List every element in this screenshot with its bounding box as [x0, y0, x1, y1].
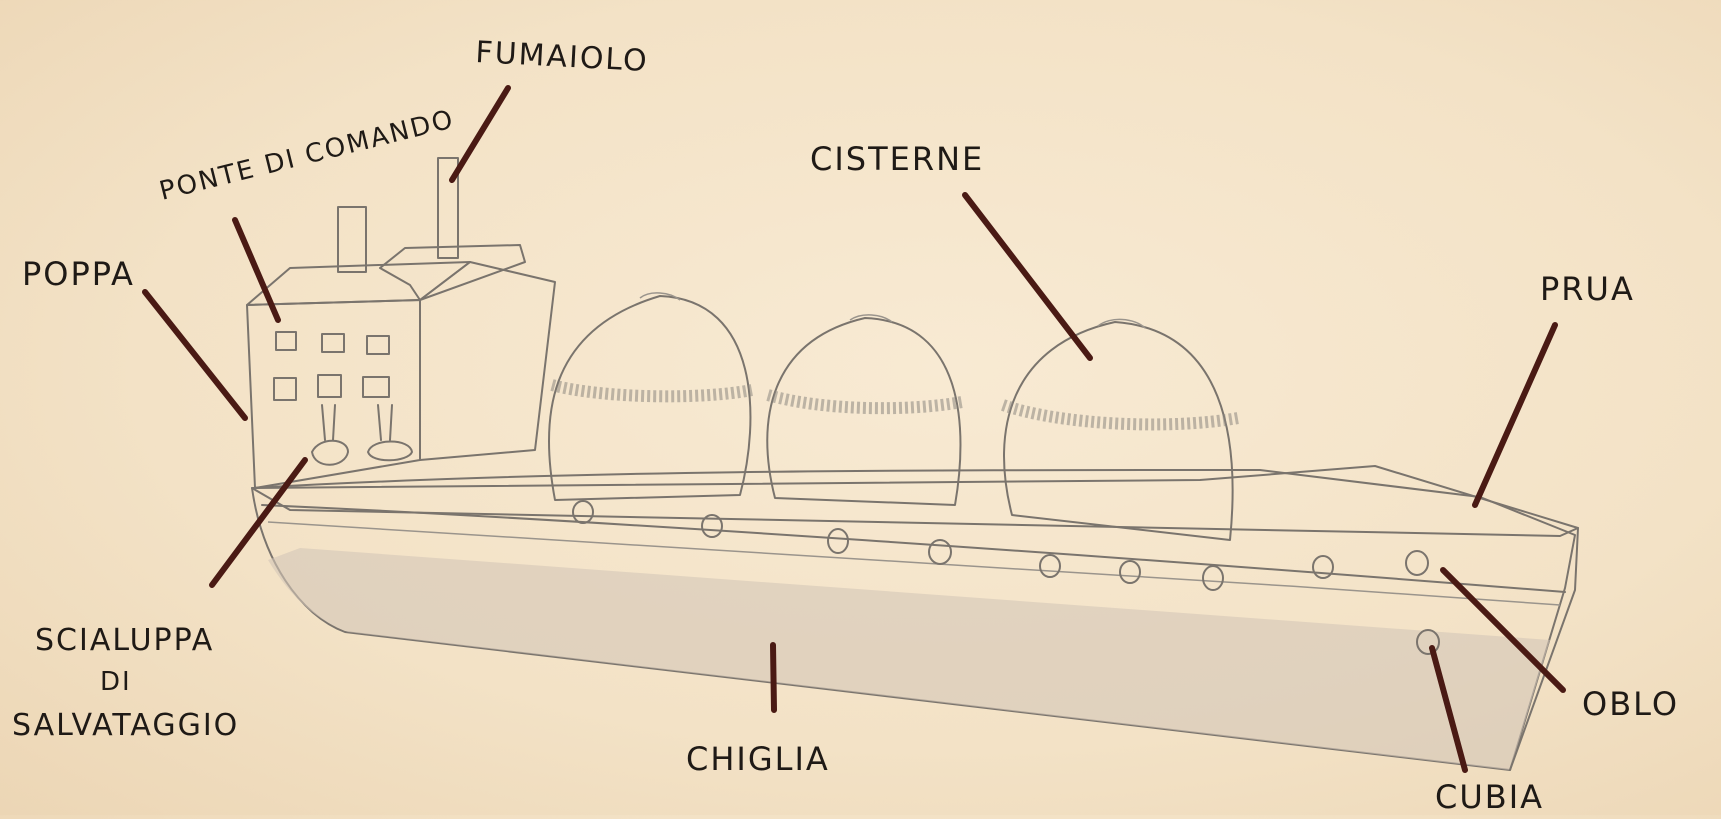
bridge-window: [367, 336, 389, 354]
label-chiglia: CHIGLIA: [686, 740, 830, 778]
label-scialuppa-line1: SCIALUPPA: [35, 623, 214, 658]
bridge-window: [318, 375, 341, 397]
porthole: [828, 529, 848, 553]
davit: [390, 405, 392, 440]
label-cubia: CUBIA: [1435, 778, 1544, 815]
leader-poppa: [145, 292, 245, 418]
label-scialuppa-line2: DI: [100, 667, 132, 697]
leader-fumaiolo: [452, 88, 508, 180]
bridge-block-top: [247, 262, 470, 305]
davit: [333, 405, 335, 440]
rear-funnel: [338, 207, 366, 272]
superstructure: [247, 158, 555, 488]
label-oblo: OBLO: [1582, 685, 1679, 723]
label-fumaiolo: FUMAIOLO: [475, 35, 650, 79]
label-scialuppa-line3: SALVATAGGIO: [12, 708, 239, 743]
porthole: [1120, 561, 1140, 583]
hull: [252, 466, 1578, 770]
porthole: [1313, 556, 1333, 578]
bridge-window: [276, 332, 296, 350]
label-poppa: POPPA: [22, 255, 135, 293]
leader-cisterne: [965, 195, 1090, 358]
label-prua: PRUA: [1540, 270, 1635, 308]
label-cisterne: CISTERNE: [810, 140, 984, 178]
porthole: [1040, 555, 1060, 577]
forward-block-top: [380, 245, 525, 300]
bridge-window: [322, 334, 344, 352]
bridge-window: [363, 377, 389, 397]
hull-lower-shade: [268, 548, 1550, 770]
porthole: [1203, 566, 1223, 590]
porthole: [929, 540, 951, 564]
tanks: [549, 293, 1238, 540]
leader-chiglia: [773, 645, 774, 710]
tank: [1004, 322, 1233, 540]
portholes: [573, 501, 1428, 590]
davit: [322, 405, 325, 440]
bridge-window: [274, 378, 296, 400]
deck-surface: [252, 466, 1578, 536]
porthole: [573, 501, 593, 523]
leader-prua: [1475, 325, 1555, 505]
porthole: [1406, 551, 1428, 575]
lifeboat: [312, 441, 348, 465]
label-ponte-di-comando: PONTE DI COMANDO: [156, 104, 457, 206]
lifeboat: [368, 442, 412, 461]
davit: [378, 405, 381, 440]
